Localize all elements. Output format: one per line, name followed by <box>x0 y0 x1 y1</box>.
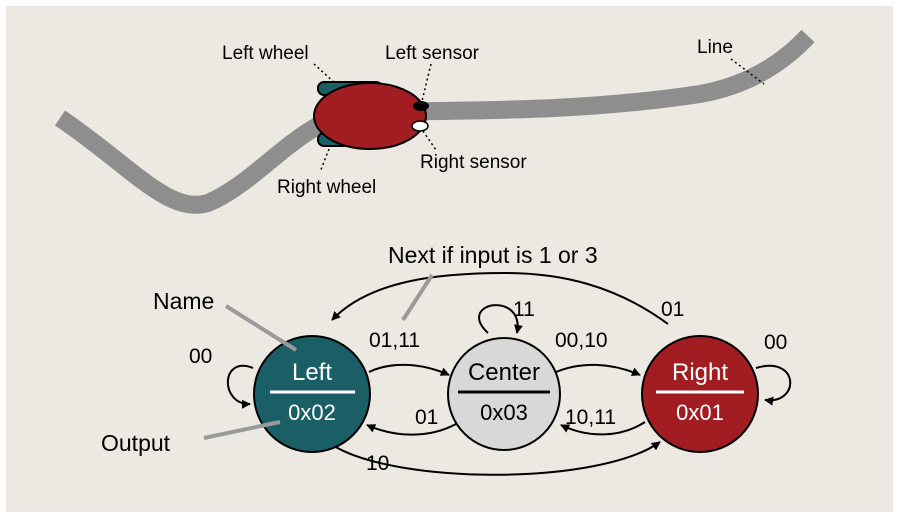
next-pointer <box>401 273 434 322</box>
state-left-name: Left <box>292 359 332 386</box>
transition-left-to-right-label: 10 <box>366 452 389 475</box>
state-left-output: 0x02 <box>288 400 336 425</box>
state-right-output: 0x01 <box>676 400 724 425</box>
left-sensor-label: Left sensor <box>385 43 480 64</box>
transition-right-to-left-label: 01 <box>661 298 684 321</box>
transition-center-to-right-label: 00,10 <box>555 329 608 352</box>
arrow-left-self <box>226 364 254 409</box>
transition-center-to-left-label: 01 <box>415 406 438 429</box>
right-wheel-leader <box>319 148 330 173</box>
robot-body <box>313 82 427 150</box>
transition-right-to-center-label: 10,11 <box>565 406 616 429</box>
state-machine: Left 0x02 Center 0x03 Right 0x01 Name Ou… <box>101 242 792 476</box>
transition-center-self-label: 11 <box>513 298 535 321</box>
state-right-name: Right <box>672 359 728 386</box>
state-right-circle <box>641 335 759 453</box>
arrow-center-to-left <box>366 423 457 436</box>
right-sensor-leader <box>422 130 437 151</box>
state-right: Right 0x01 <box>641 335 759 453</box>
left-wheel-label: Left wheel <box>222 43 309 64</box>
state-left-circle <box>253 335 371 453</box>
arrow-center-self <box>478 304 523 334</box>
name-annotation: Name <box>153 288 214 314</box>
left-sensor <box>413 101 429 111</box>
state-center-circle <box>447 337 561 451</box>
transition-left-to-center-label: 01,11 <box>369 329 420 352</box>
line-label: Line <box>697 37 733 58</box>
next-annotation: Next if input is 1 or 3 <box>388 242 598 268</box>
state-left: Left 0x02 <box>253 335 371 453</box>
right-sensor-label: Right sensor <box>420 152 527 173</box>
state-center-name: Center <box>468 359 540 386</box>
state-center-output: 0x03 <box>480 400 528 425</box>
arrow-right-self <box>755 364 792 406</box>
transition-right-self-label: 00 <box>764 331 787 354</box>
right-sensor <box>411 120 429 132</box>
left-sensor-leader <box>421 63 432 102</box>
arrow-right-to-center <box>560 421 646 436</box>
output-annotation: Output <box>101 430 171 456</box>
name-pointer <box>224 304 298 352</box>
line-leader <box>730 58 765 85</box>
robot-scene: Left wheel Left sensor Right wheel Right… <box>54 29 815 214</box>
output-pointer <box>203 420 281 440</box>
arrow-left-to-right <box>333 441 661 476</box>
transition-left-self-label: 00 <box>189 345 212 368</box>
arrow-right-to-left <box>331 271 669 325</box>
state-center: Center 0x03 <box>447 337 561 451</box>
right-wheel-label: Right wheel <box>277 177 376 198</box>
arrow-center-to-right <box>555 363 641 376</box>
arrow-left-to-center <box>368 363 450 376</box>
